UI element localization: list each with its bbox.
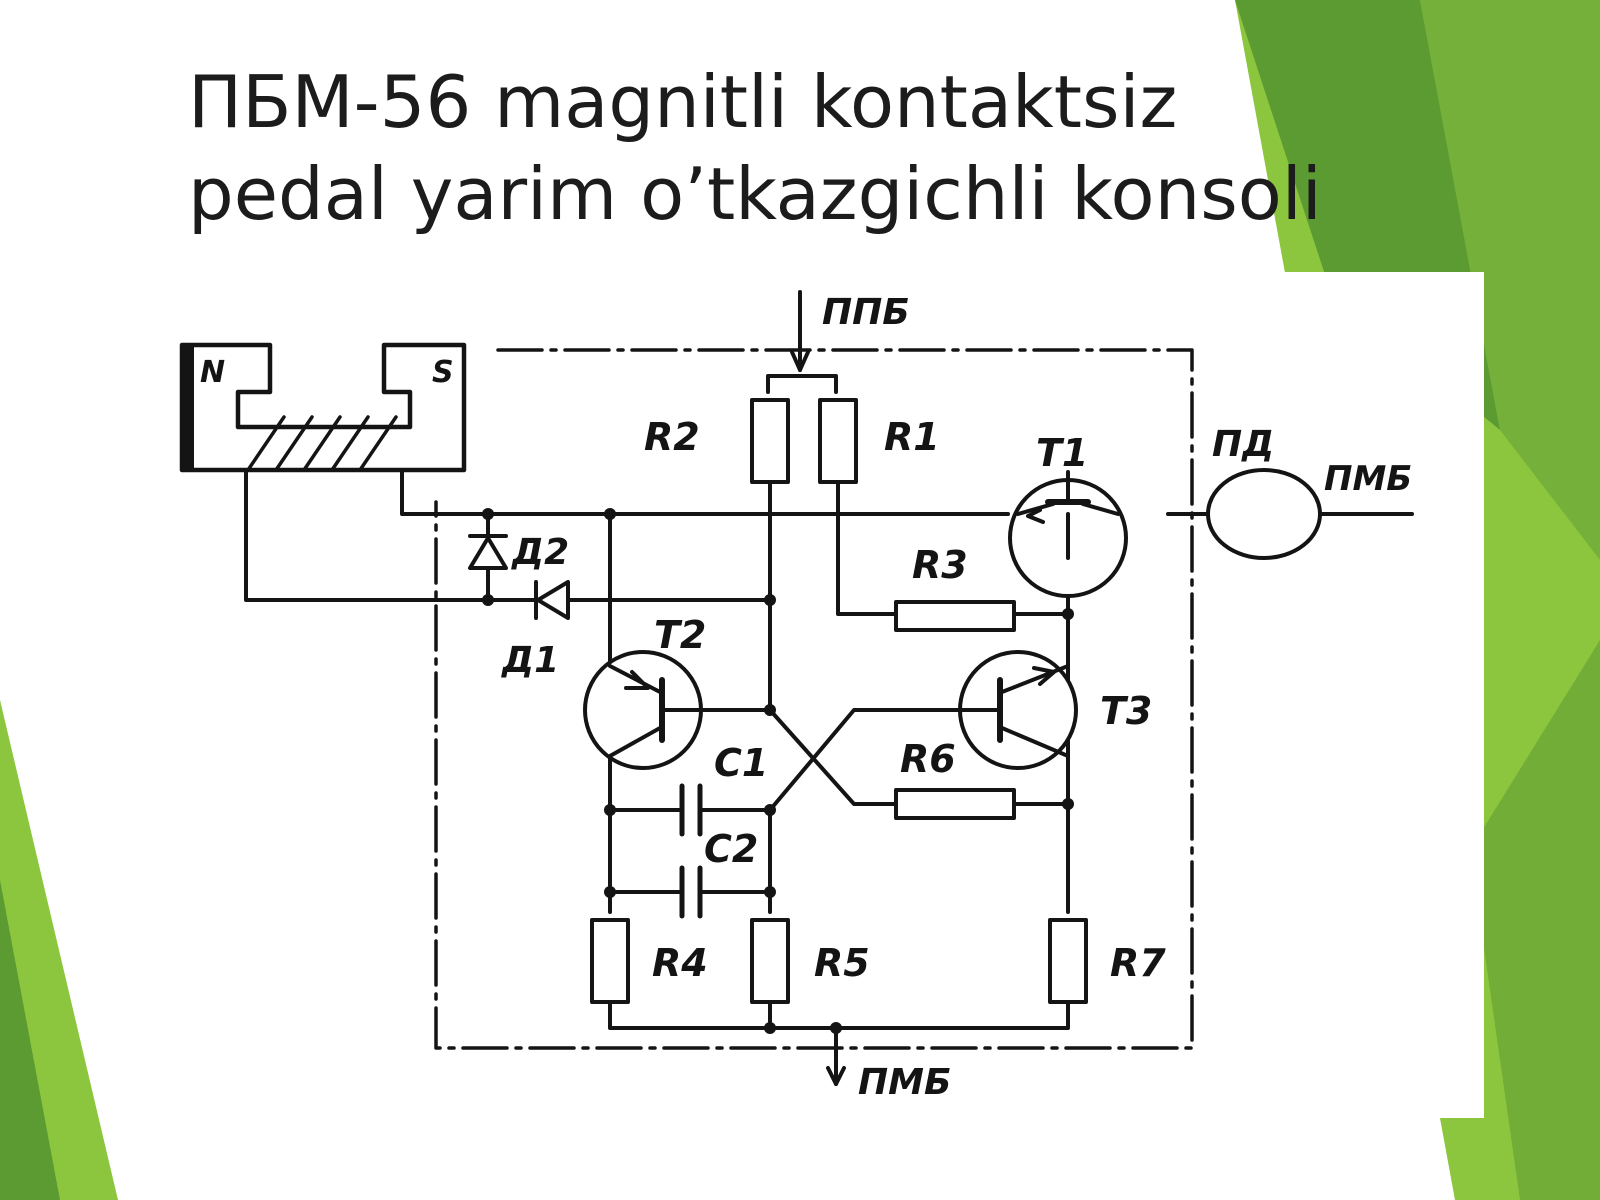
resistor-r5 [750, 918, 790, 1004]
junction-dots [482, 508, 1074, 1034]
label-d1: Д1 [501, 640, 559, 681]
capacitors [679, 783, 703, 919]
label-pd: ПД [1212, 424, 1274, 465]
transistor-t1 [1008, 470, 1128, 598]
diode-d2 [468, 534, 508, 570]
resistor-r1 [818, 398, 858, 484]
label-t2: T2 [654, 613, 706, 657]
transistor-t2 [583, 650, 706, 770]
resistor-r3 [894, 600, 1016, 632]
wire-pmb-arrow [826, 1066, 846, 1086]
transistors [583, 470, 1128, 770]
title-line-2: pedal yarim o’tkazgichli konsoli [188, 152, 1322, 236]
magnet-body [179, 342, 467, 473]
coil-windings [246, 415, 398, 472]
label-t1: T1 [1036, 431, 1088, 475]
pd-device [1206, 468, 1322, 560]
schematic-panel: N S ППБ ПМБ ПМБ ПД R2 R1 R3 R6 R4 R5 R7 … [148, 272, 1484, 1118]
label-c2: C2 [704, 827, 758, 871]
label-r5: R5 [814, 941, 870, 985]
transistor-t3 [956, 650, 1078, 770]
right-mid-green-band [1420, 0, 1600, 560]
capacitor-c1 [679, 783, 703, 837]
resistor-r2 [750, 398, 790, 484]
label-r6: R6 [900, 737, 956, 781]
label-r2: R2 [644, 415, 700, 459]
title-line-1: ПБМ-56 magnitli kontaktsiz [188, 60, 1178, 144]
slide-title: ПБМ-56 magnitli kontaktsiz pedal yarim o… [188, 56, 1368, 240]
wire-ppb-arrow [790, 350, 810, 372]
wire-coil-left [244, 468, 772, 602]
wire-r1-r3 [836, 480, 898, 616]
left-dark-green-band [0, 880, 60, 1200]
wire-coil-right [400, 468, 1010, 516]
right-lower-band [1470, 640, 1600, 1200]
wire-ppb-split [766, 290, 838, 394]
labels: N S ППБ ПМБ ПМБ ПД R2 R1 R3 R6 R4 R5 R7 … [200, 292, 1412, 1103]
resistors [590, 398, 1088, 1004]
circuit-schematic: N S ППБ ПМБ ПМБ ПД R2 R1 R3 R6 R4 R5 R7 … [179, 290, 1414, 1103]
label-r7: R7 [1110, 941, 1166, 985]
north-pole-shading [182, 345, 194, 470]
resistor-r7 [1048, 918, 1088, 1004]
label-s: S [432, 355, 454, 390]
diodes [468, 534, 570, 620]
label-ppb: ППБ [822, 292, 910, 333]
resistor-r4 [590, 918, 630, 1004]
label-pmb-right: ПМБ [1324, 459, 1412, 499]
label-r1: R1 [884, 415, 940, 459]
resistor-r6 [894, 788, 1016, 820]
label-pmb-bottom: ПМБ [858, 1062, 951, 1103]
label-n: N [200, 355, 225, 390]
label-t3: T3 [1100, 689, 1152, 733]
label-c1: C1 [714, 741, 768, 785]
wire-cross-b [768, 708, 960, 812]
label-r4: R4 [652, 941, 708, 985]
capacitor-c2 [679, 865, 703, 919]
magnet-assembly [179, 342, 467, 473]
diode-d1 [534, 580, 570, 620]
label-d2: Д2 [511, 532, 569, 573]
label-r3: R3 [912, 543, 968, 587]
enclosure-border [434, 348, 1194, 1050]
